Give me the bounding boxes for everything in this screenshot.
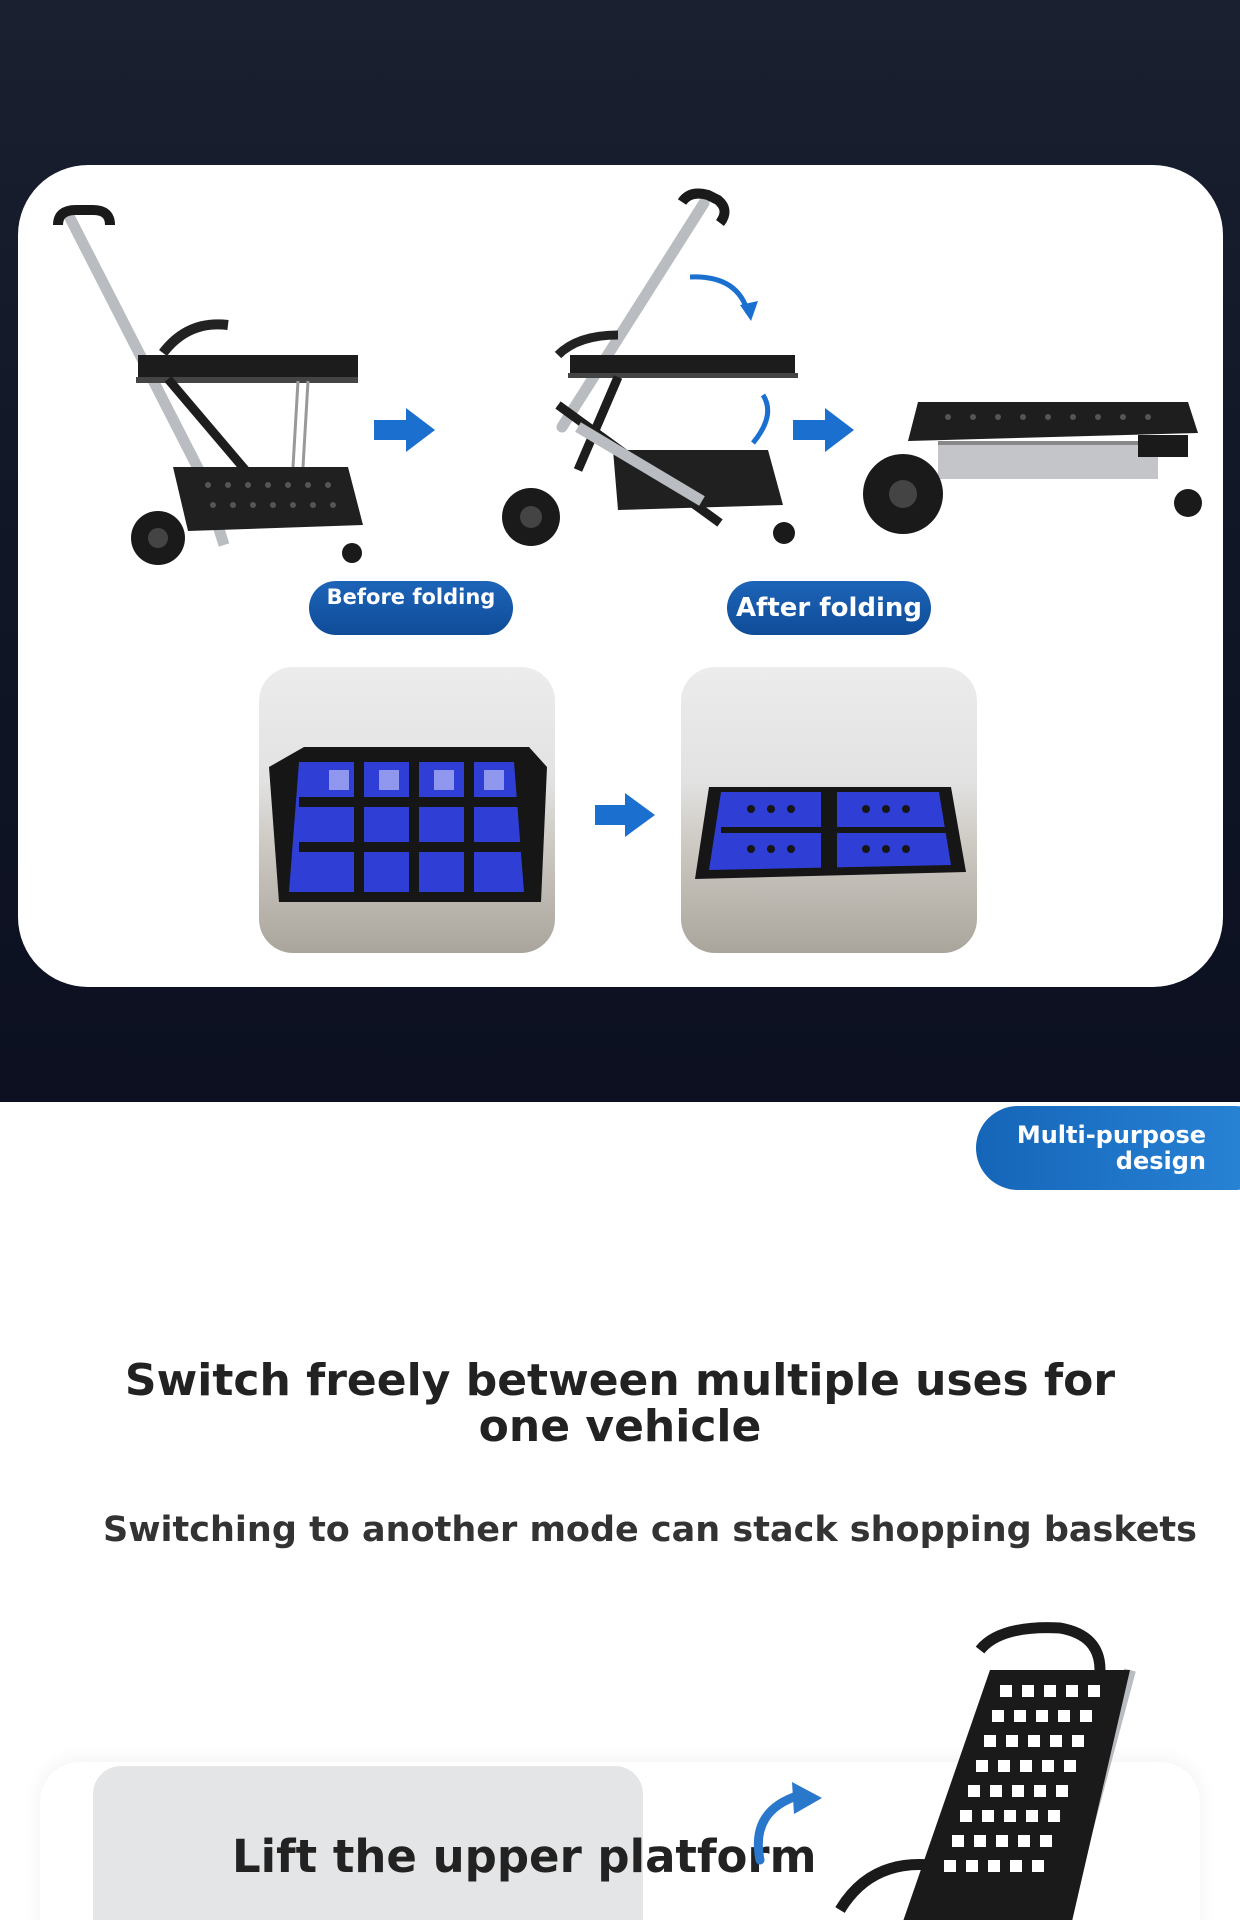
before-folding-label: Before folding <box>309 581 513 635</box>
curved-arrow-icon <box>753 1790 805 1865</box>
multi-purpose-text-line2: design <box>1115 1147 1206 1175</box>
basket-folded-photo <box>681 667 977 953</box>
section-headline: Switch freely between multiple uses for … <box>124 1355 1116 1452</box>
basket-folded-image <box>695 787 966 879</box>
multi-purpose-tab: Multi-purpose design <box>976 1106 1240 1190</box>
section-subheadline: Switching to another mode can stack shop… <box>102 1510 1197 1550</box>
multi-purpose-text-line1: Multi-purpose <box>1016 1121 1206 1149</box>
arrow-right-icon <box>374 408 435 452</box>
arrow-right-icon <box>793 408 854 452</box>
cart-unfolded-image <box>53 205 363 565</box>
feature-panel <box>93 1766 643 1920</box>
cart-folded-image <box>863 402 1202 534</box>
feature-title: Lift the upper platform <box>232 1830 817 1883</box>
arrow-right-icon <box>595 793 655 837</box>
after-folding-text: After folding <box>735 593 923 623</box>
folding-comparison-card: Before folding After folding <box>18 165 1223 987</box>
folding-section: Before folding After folding <box>0 0 1240 1102</box>
cart-upright-image <box>753 1622 1136 1920</box>
basket-open-image <box>269 747 547 902</box>
before-folding-text: Before folding <box>326 585 496 609</box>
after-folding-label: After folding <box>727 581 931 635</box>
basket-open-photo <box>259 667 555 953</box>
cart-folding-illustration <box>53 188 1202 837</box>
cart-folding-image <box>502 188 798 546</box>
